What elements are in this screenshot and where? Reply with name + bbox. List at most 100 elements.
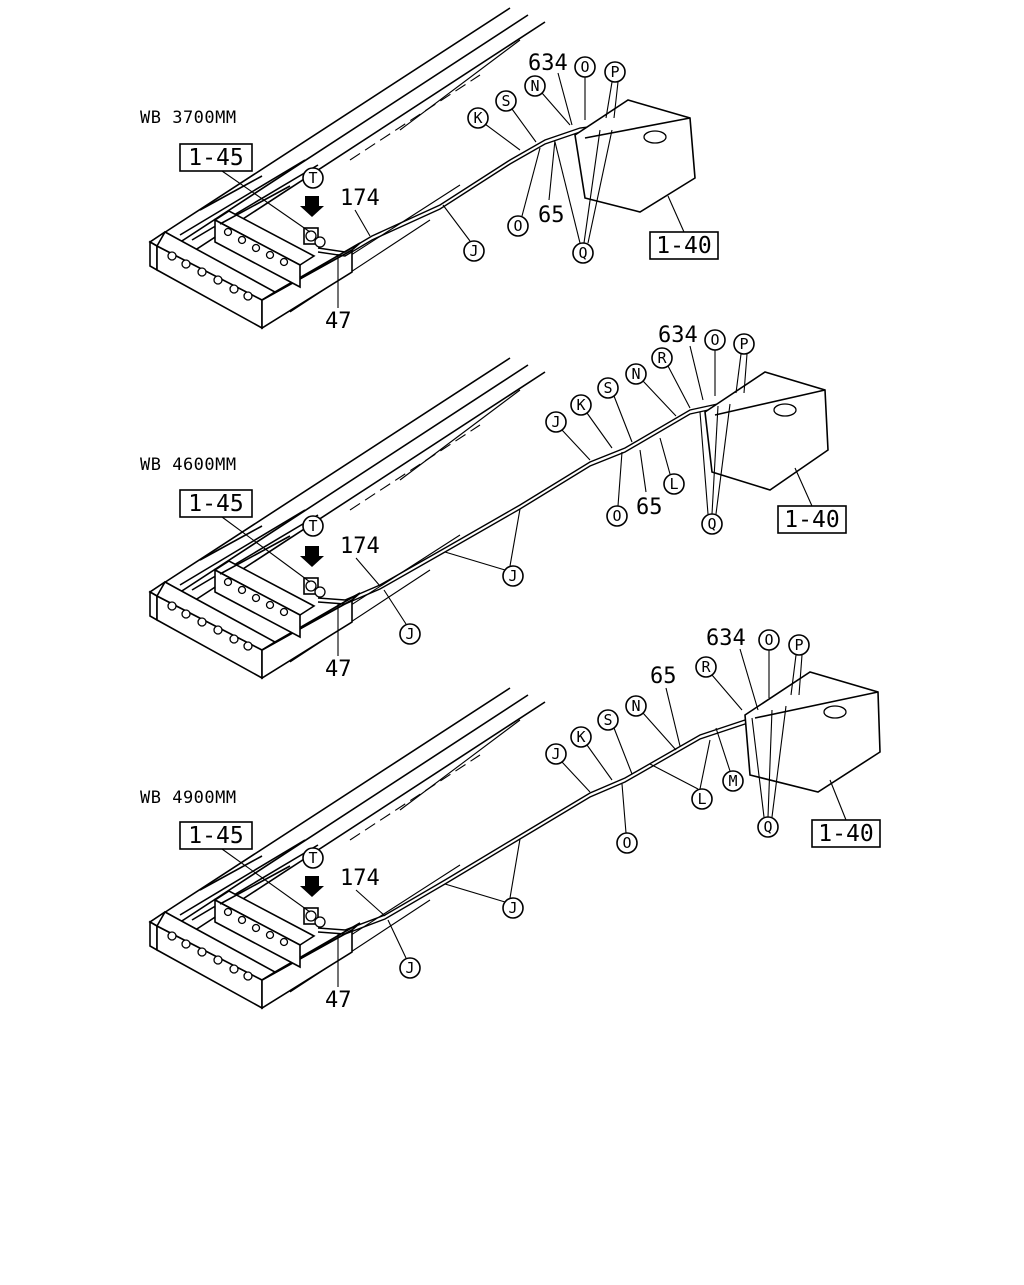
svg-text:O: O — [513, 217, 522, 235]
part-634-label: 634 — [658, 323, 698, 348]
ref-box-tank — [811, 819, 881, 848]
svg-text:Q: Q — [707, 515, 716, 533]
part-174-label: 174 — [340, 866, 380, 891]
part-65-label: 65 — [636, 495, 663, 520]
svg-text:N: N — [631, 697, 640, 715]
svg-text:S: S — [603, 379, 612, 397]
part-174-label: 174 — [340, 186, 380, 211]
callout-o-top: O — [704, 329, 726, 351]
callout-k: K — [570, 394, 592, 416]
callout-k: K — [467, 107, 489, 129]
svg-text:L: L — [697, 790, 706, 808]
callout-t: T — [302, 167, 324, 189]
svg-text:S: S — [603, 711, 612, 729]
callout-m: M — [722, 770, 744, 792]
callout-o-bottom: O — [616, 832, 638, 854]
svg-text:P: P — [794, 636, 803, 654]
part-47-label: 47 — [325, 988, 352, 1013]
callout-s: S — [495, 90, 517, 112]
callout-l: L — [691, 788, 713, 810]
svg-text:K: K — [473, 109, 482, 127]
callout-r: R — [651, 347, 673, 369]
ref-frame-label: 1-45 — [188, 491, 243, 517]
svg-text:J: J — [508, 567, 517, 585]
svg-text:N: N — [530, 77, 539, 95]
svg-text:J: J — [405, 625, 414, 643]
callout-t: T — [302, 847, 324, 869]
svg-text:T: T — [308, 517, 317, 535]
part-47-label: 47 — [325, 309, 352, 334]
callout-j: J — [463, 240, 485, 262]
callout-s: S — [597, 377, 619, 399]
svg-text:P: P — [610, 63, 619, 81]
callout-q: Q — [701, 513, 723, 535]
svg-text:O: O — [612, 507, 621, 525]
part-634-label: 634 — [706, 626, 746, 651]
wheelbase-label: WB 4600MM — [140, 455, 237, 475]
svg-text:Q: Q — [578, 244, 587, 262]
fuel-tank — [744, 671, 881, 793]
callout-p: P — [604, 61, 626, 83]
callout-q: Q — [572, 242, 594, 264]
wheelbase-label: WB 4900MM — [140, 788, 237, 808]
view-wb-3700: WB 3700MM 1-45 1-40 174 47 634 65 T K S … — [140, 7, 719, 334]
callout-j-middle: J — [502, 897, 524, 919]
svg-text:P: P — [739, 335, 748, 353]
svg-text:M: M — [728, 772, 737, 790]
svg-text:L: L — [669, 475, 678, 493]
ref-box-frame — [179, 821, 253, 850]
ref-box-frame — [179, 489, 253, 518]
callout-o-top: O — [574, 56, 596, 78]
svg-text:O: O — [580, 58, 589, 76]
ref-box-tank — [649, 231, 719, 260]
callout-r: R — [695, 656, 717, 678]
callout-s: S — [597, 709, 619, 731]
ref-tank-label: 1-40 — [784, 507, 839, 533]
fuel-tank — [574, 99, 696, 213]
callout-o-top: O — [758, 629, 780, 651]
callout-n: N — [524, 75, 546, 97]
svg-text:K: K — [576, 396, 585, 414]
svg-text:R: R — [657, 349, 667, 367]
callout-p: P — [788, 634, 810, 656]
svg-text:Q: Q — [763, 818, 772, 836]
part-174-label: 174 — [340, 534, 380, 559]
svg-text:J: J — [469, 242, 478, 260]
ref-box-frame — [179, 143, 253, 172]
part-65-label: 65 — [650, 664, 677, 689]
svg-text:S: S — [501, 92, 510, 110]
svg-text:K: K — [576, 728, 585, 746]
wheelbase-label: WB 3700MM — [140, 108, 237, 128]
ref-tank-label: 1-40 — [656, 233, 711, 259]
callout-l: L — [663, 473, 685, 495]
svg-text:J: J — [551, 413, 560, 431]
svg-text:O: O — [710, 331, 719, 349]
callout-j-lower: J — [399, 957, 421, 979]
callout-n: N — [625, 695, 647, 717]
callout-j-upper: J — [545, 743, 567, 765]
ref-tank-label: 1-40 — [818, 821, 873, 847]
svg-text:R: R — [701, 658, 711, 676]
callout-o-bottom: O — [507, 215, 529, 237]
part-65-label: 65 — [538, 203, 565, 228]
fuel-tank — [704, 371, 829, 491]
ref-frame-label: 1-45 — [188, 145, 243, 171]
ref-frame-label: 1-45 — [188, 823, 243, 849]
callout-q: Q — [757, 816, 779, 838]
callout-t: T — [302, 515, 324, 537]
svg-text:O: O — [622, 834, 631, 852]
callout-n: N — [625, 363, 647, 385]
view-wb-4600: WB 4600MM 1-45 1-40 174 47 634 65 T J K … — [140, 323, 847, 682]
callout-j-upper: J — [545, 411, 567, 433]
ref-box-tank — [777, 505, 847, 534]
svg-text:T: T — [308, 849, 317, 867]
callout-p: P — [733, 333, 755, 355]
callout-k: K — [570, 726, 592, 748]
svg-text:T: T — [308, 169, 317, 187]
svg-text:J: J — [551, 745, 560, 763]
part-47-label: 47 — [325, 657, 352, 682]
svg-text:N: N — [631, 365, 640, 383]
callout-j-middle: J — [502, 565, 524, 587]
